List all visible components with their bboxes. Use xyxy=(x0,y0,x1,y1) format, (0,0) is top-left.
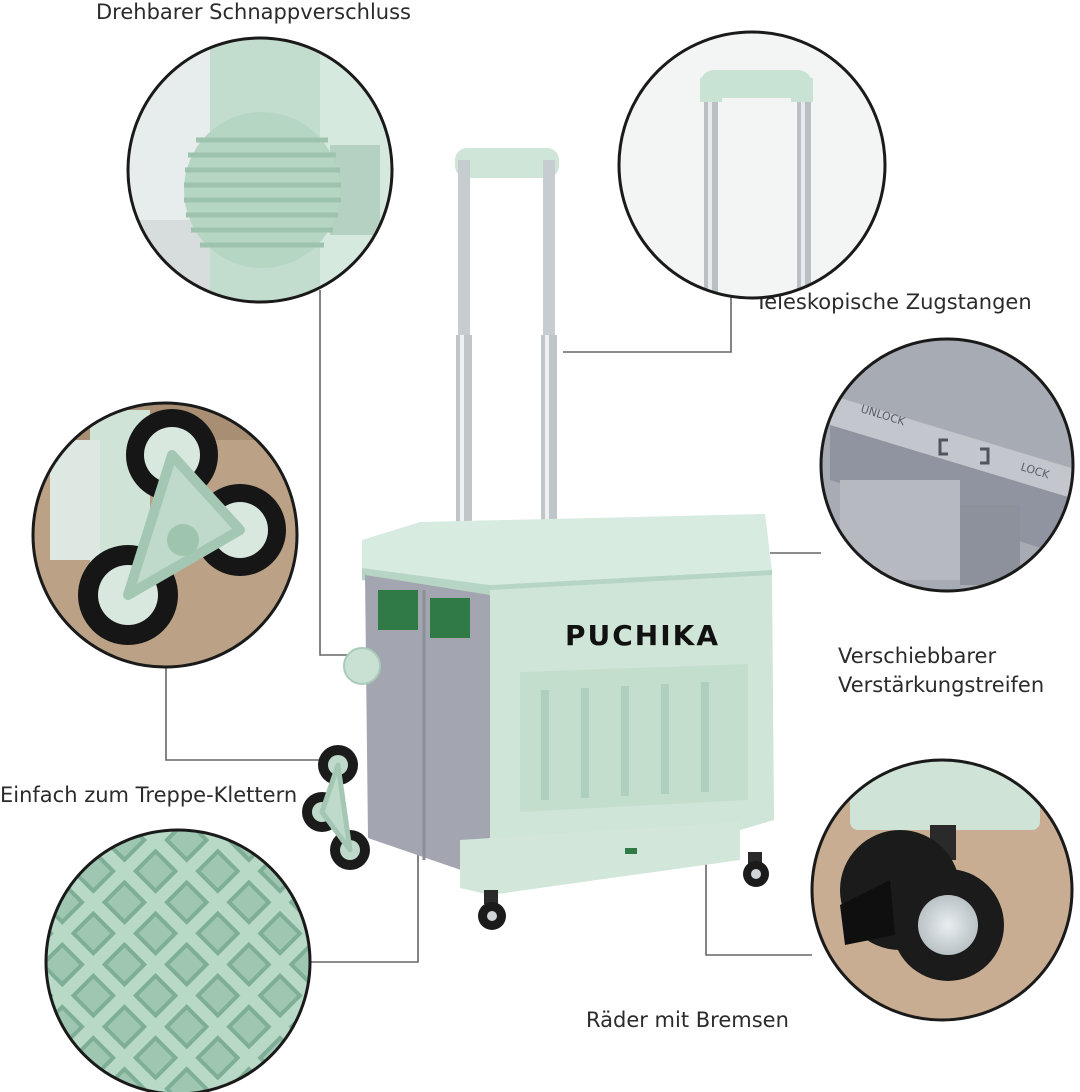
detail-circle-wheels xyxy=(810,758,1074,1022)
detail-circle-stairs xyxy=(31,401,299,669)
line-handle xyxy=(563,290,732,353)
connector-lines xyxy=(165,290,821,963)
line-grid xyxy=(310,838,419,963)
line-snap-lock xyxy=(319,290,358,656)
handle-grip xyxy=(455,148,559,178)
label-strip-line2: Verstärkungstreifen xyxy=(838,673,1045,697)
label-strip-line1: Verschiebbarer xyxy=(838,644,997,668)
label-wheels: Räder mit Bremsen xyxy=(586,1008,789,1032)
label-handle: Teleskopische Zugstangen xyxy=(755,290,1032,314)
trolley: PUCHIKA xyxy=(302,148,774,930)
detail-circle-snap-lock xyxy=(126,36,394,304)
line-wheels xyxy=(705,860,812,956)
detail-circle-grid xyxy=(44,828,312,1092)
label-stairs: Einfach zum Treppe-Klettern xyxy=(0,783,298,807)
detail-circle-strip: UNLOCK LOCK xyxy=(819,337,1075,593)
detail-circle-handle xyxy=(617,30,887,300)
snap-lock-knob xyxy=(343,647,381,685)
brand-logo: PUCHIKA xyxy=(565,619,720,652)
label-snap-lock: Drehbarer Schnappverschluss xyxy=(96,0,411,24)
line-stairs xyxy=(165,662,320,761)
